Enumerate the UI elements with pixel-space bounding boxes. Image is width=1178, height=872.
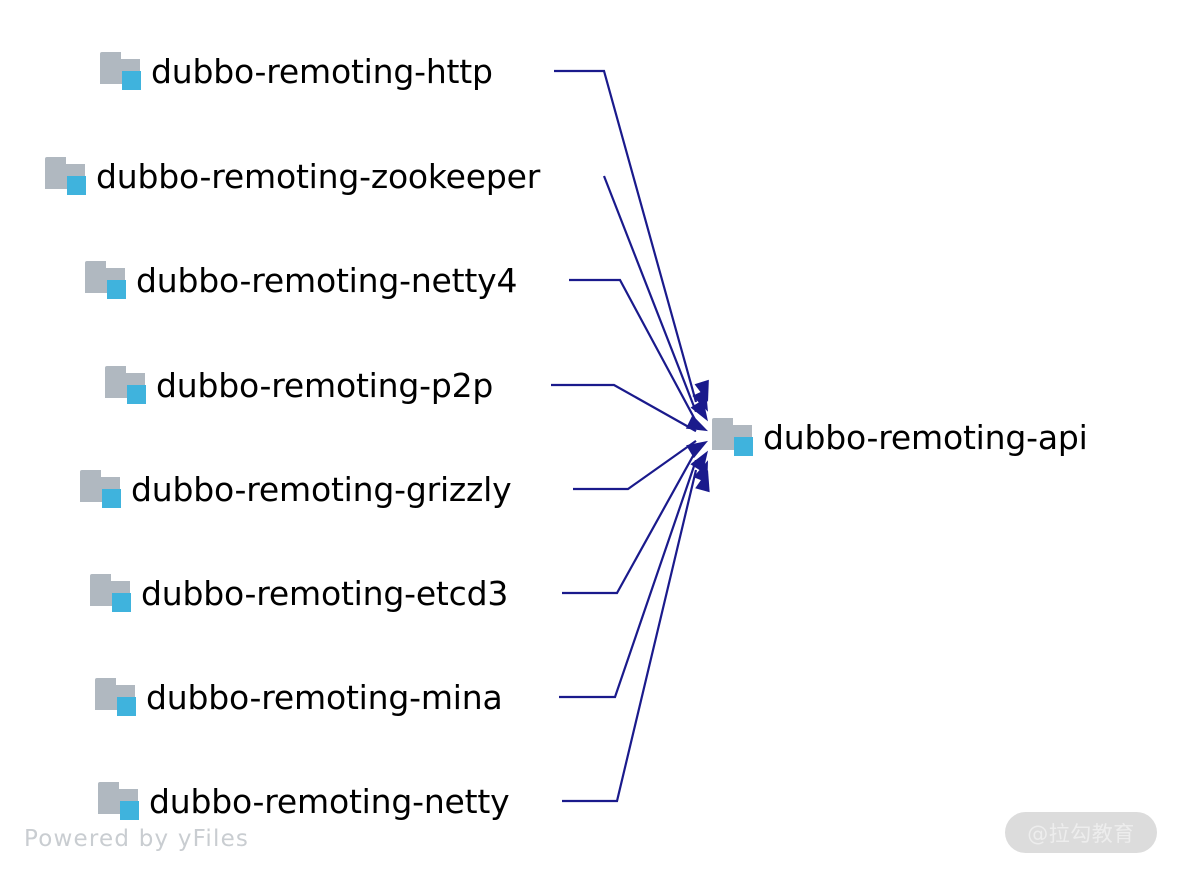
folder-badge-icon xyxy=(122,71,141,90)
arrowhead-http xyxy=(694,379,709,402)
folder-badge-icon xyxy=(102,489,121,508)
folder-icon xyxy=(80,470,122,508)
arrowhead-zookeeper xyxy=(692,389,708,412)
folder-icon xyxy=(90,574,132,612)
arrowhead-etcd3 xyxy=(690,450,708,473)
edge-mina-to-api xyxy=(559,459,698,699)
folder-badge-icon xyxy=(120,801,139,820)
edge-etcd3-to-api xyxy=(562,450,697,595)
edge-http-to-api xyxy=(554,69,698,403)
graph-node-dubbo-remoting-api[interactable]: dubbo-remoting-api xyxy=(712,418,1088,456)
graph-node-dubbo-remoting-netty[interactable]: dubbo-remoting-netty xyxy=(98,781,510,821)
folder-icon xyxy=(712,418,754,456)
node-label: dubbo-remoting-http xyxy=(151,51,493,91)
folder-icon xyxy=(105,366,147,404)
folder-badge-icon xyxy=(112,593,131,612)
folder-icon xyxy=(98,782,140,820)
graph-node-dubbo-remoting-etcd3[interactable]: dubbo-remoting-etcd3 xyxy=(90,574,508,612)
brand-watermark-badge: @拉勾教育 xyxy=(1005,812,1157,853)
edge-zookeeper-to-api xyxy=(602,175,698,413)
folder-badge-icon xyxy=(734,437,753,456)
arrowhead-p2p xyxy=(685,415,708,432)
edge-p2p-to-api xyxy=(551,383,697,433)
folder-badge-icon xyxy=(127,385,146,404)
arrowhead-mina xyxy=(693,460,708,483)
graph-node-dubbo-remoting-http[interactable]: dubbo-remoting-http xyxy=(100,52,493,90)
node-label: dubbo-remoting-mina xyxy=(146,677,503,717)
folder-icon xyxy=(100,52,142,90)
node-label: dubbo-remoting-api xyxy=(763,417,1088,457)
folder-badge-icon xyxy=(67,176,86,195)
node-label: dubbo-remoting-zookeeper xyxy=(96,156,541,196)
edge-netty4-to-api xyxy=(569,278,697,422)
arrowhead-netty4 xyxy=(690,399,708,422)
edge-grizzly-to-api xyxy=(573,439,697,491)
yfiles-watermark: Powered by yFiles xyxy=(24,826,250,852)
graph-node-dubbo-remoting-netty4[interactable]: dubbo-remoting-netty4 xyxy=(85,261,517,299)
graph-node-dubbo-remoting-grizzly[interactable]: dubbo-remoting-grizzly xyxy=(80,469,512,509)
folder-badge-icon xyxy=(117,697,136,716)
node-label: dubbo-remoting-grizzly xyxy=(131,469,512,509)
folder-icon xyxy=(85,261,127,299)
node-label: dubbo-remoting-p2p xyxy=(156,365,494,405)
folder-icon xyxy=(95,678,137,716)
graph-node-dubbo-remoting-zookeeper[interactable]: dubbo-remoting-zookeeper xyxy=(45,157,540,195)
arrowhead-grizzly xyxy=(686,440,708,459)
graph-node-dubbo-remoting-p2p[interactable]: dubbo-remoting-p2p xyxy=(105,366,493,404)
folder-badge-icon xyxy=(107,280,126,299)
graph-node-dubbo-remoting-mina[interactable]: dubbo-remoting-mina xyxy=(95,677,503,717)
node-label: dubbo-remoting-etcd3 xyxy=(141,573,509,613)
node-label: dubbo-remoting-netty4 xyxy=(136,260,518,300)
edge-netty-to-api xyxy=(562,469,698,803)
folder-icon xyxy=(45,157,87,195)
brand-watermark-text: @拉勾教育 xyxy=(1027,821,1135,846)
arrowhead-netty xyxy=(695,470,710,493)
node-label: dubbo-remoting-netty xyxy=(149,781,510,821)
